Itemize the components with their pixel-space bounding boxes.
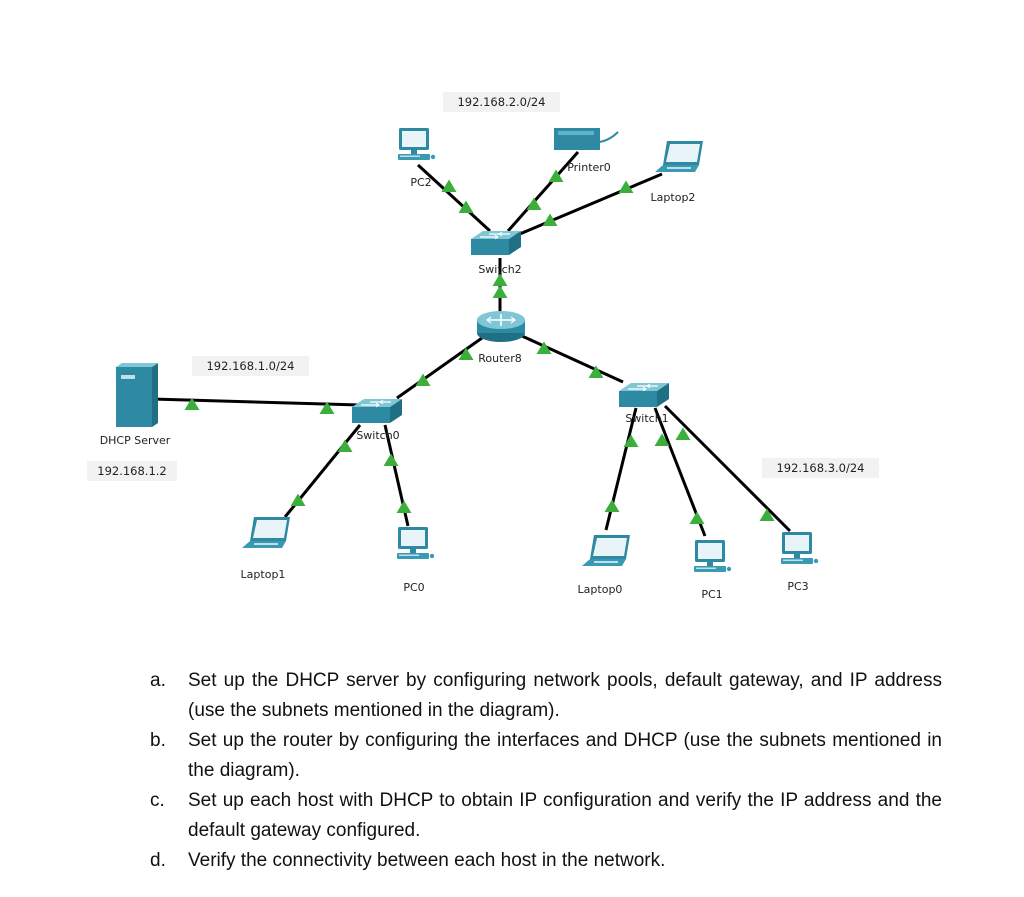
pc-icon: [781, 532, 819, 564]
server-icon: [116, 363, 158, 427]
svg-text:Switch2: Switch2: [478, 263, 521, 276]
svg-text:Switch0: Switch0: [356, 429, 399, 442]
link-up-icon: [526, 197, 542, 210]
link-up-icon: [441, 179, 457, 192]
pc-icon: [694, 540, 732, 572]
svg-text:PC1: PC1: [701, 588, 722, 601]
switch1-device[interactable]: Switch1: [618, 382, 670, 425]
switch2-device[interactable]: Switch2: [470, 230, 522, 276]
pc1-device[interactable]: PC1: [694, 540, 732, 601]
task-marker: b.: [150, 730, 166, 751]
pc-icon: [398, 128, 436, 160]
laptop1-device[interactable]: Laptop1: [241, 517, 290, 581]
task-item: a. Set up the DHCP server by configuring…: [150, 666, 942, 726]
link-up-icon: [689, 511, 705, 524]
svg-text:192.168.2.0/24: 192.168.2.0/24: [457, 95, 545, 109]
pc2-device[interactable]: PC2: [398, 128, 436, 189]
printer-icon: [554, 128, 619, 150]
svg-text:192.168.3.0/24: 192.168.3.0/24: [776, 461, 864, 475]
task-item: b. Set up the router by configuring the …: [150, 726, 942, 786]
svg-text:192.168.1.0/24: 192.168.1.0/24: [206, 359, 294, 373]
svg-text:PC3: PC3: [787, 580, 808, 593]
link-up-icon: [337, 439, 353, 452]
link-up-icon: [383, 453, 399, 466]
switch0-device[interactable]: Switch0: [351, 398, 403, 442]
svg-text:192.168.1.2: 192.168.1.2: [97, 464, 167, 478]
svg-text:DHCP Server: DHCP Server: [100, 434, 171, 447]
svg-text:PC2: PC2: [410, 176, 431, 189]
link-up-icon: [604, 499, 620, 512]
network-topology-diagram: 192.168.2.0/24 192.168.1.0/24 192.168.3.…: [87, 92, 879, 601]
subnet-label-net3: 192.168.3.0/24: [762, 458, 879, 478]
svg-text:Router8: Router8: [478, 352, 521, 365]
router8-device[interactable]: Router8: [477, 311, 525, 365]
svg-text:Switch1: Switch1: [625, 412, 668, 425]
link-up-icon: [623, 434, 639, 447]
pc-icon: [397, 527, 435, 559]
task-item: d. Verify the connectivity between each …: [150, 846, 942, 876]
laptop-icon: [242, 517, 290, 548]
pc3-device[interactable]: PC3: [781, 532, 819, 593]
task-text: Verify the connectivity between each hos…: [188, 850, 666, 871]
link-laptop2-switch2: [514, 172, 663, 238]
laptop0-device[interactable]: Laptop0: [578, 535, 630, 596]
subnet-label-net2: 192.168.2.0/24: [443, 92, 560, 112]
switch-icon: [351, 398, 403, 424]
task-marker: d.: [150, 850, 166, 871]
svg-text:PC0: PC0: [403, 581, 424, 594]
switch-icon: [470, 230, 522, 256]
svg-text:Laptop0: Laptop0: [578, 583, 623, 596]
pc0-device[interactable]: PC0: [397, 527, 435, 594]
task-text: Set up the DHCP server by configuring ne…: [188, 670, 942, 721]
laptop2-device[interactable]: Laptop2: [651, 141, 703, 204]
task-item: c. Set up each host with DHCP to obtain …: [150, 786, 942, 846]
svg-text:Laptop1: Laptop1: [241, 568, 286, 581]
link-dhcp-switch0: [151, 397, 361, 407]
link-printer0-switch2: [506, 151, 580, 232]
laptop-icon: [655, 141, 703, 172]
switch-icon: [618, 382, 670, 408]
link-switch1-pc3: [663, 404, 792, 533]
task-list: a. Set up the DHCP server by configuring…: [150, 666, 942, 876]
svg-text:Printer0: Printer0: [567, 161, 611, 174]
link-router8-switch0: [396, 336, 483, 400]
task-text: Set up each host with DHCP to obtain IP …: [188, 790, 942, 841]
printer0-device[interactable]: Printer0: [554, 128, 619, 174]
task-text: Set up the router by configuring the int…: [188, 730, 942, 781]
link-up-icon: [396, 500, 412, 513]
svg-text:Laptop2: Laptop2: [651, 191, 696, 204]
link-router8-switch1: [521, 334, 624, 384]
dhcp-server-ip-label: 192.168.1.2: [87, 461, 177, 481]
link-pc2-switch2: [416, 163, 492, 233]
subnet-label-net1: 192.168.1.0/24: [192, 356, 309, 376]
router-icon: [477, 311, 525, 342]
task-marker: a.: [150, 670, 166, 691]
dhcp-server-device[interactable]: DHCP Server: [100, 363, 171, 447]
task-marker: c.: [150, 790, 165, 811]
link-up-icon: [492, 285, 508, 298]
laptop-icon: [582, 535, 630, 566]
